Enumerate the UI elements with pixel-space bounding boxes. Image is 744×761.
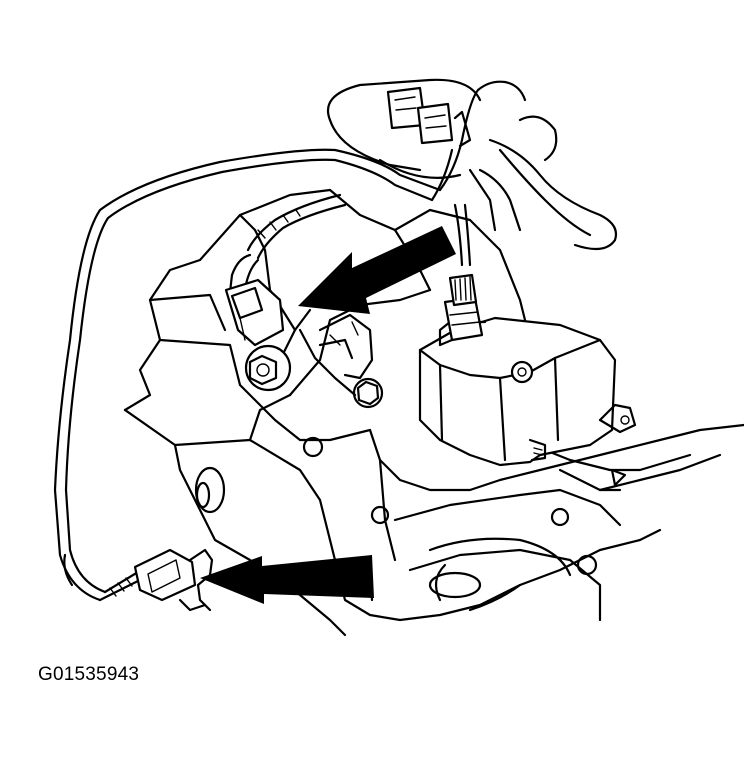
actuator-module	[418, 316, 637, 467]
module-connector	[438, 273, 484, 347]
engine-holes	[194, 436, 598, 599]
upper-knock-sensor	[224, 253, 292, 392]
figure-id-label: G01535943	[38, 664, 140, 685]
upper-harness	[327, 78, 618, 251]
arrow-lower	[200, 555, 374, 604]
sensor-wire-loop	[53, 148, 442, 602]
bracket-bolt	[298, 313, 384, 409]
lower-knock-sensor-connector	[98, 548, 214, 612]
arrow-upper	[298, 226, 456, 314]
harness-to-upper-sensor	[246, 80, 527, 267]
